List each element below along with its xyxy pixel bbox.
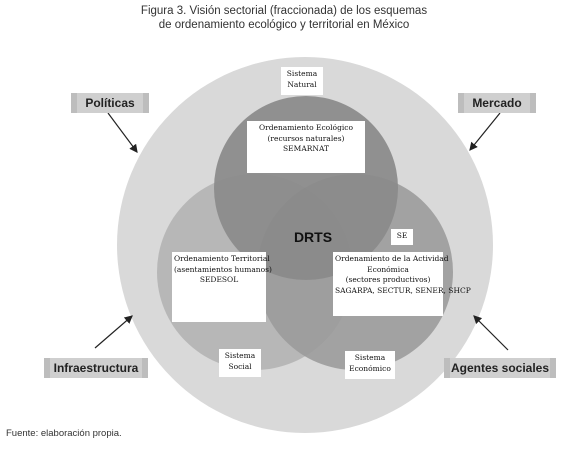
center-label-drts: DRTS (293, 229, 333, 245)
actividad-line-2: Económica (367, 264, 409, 274)
territorial-line-1: Ordenamiento Territorial (174, 254, 270, 263)
arrow-agentes (473, 315, 509, 351)
label-infraestructura: Infraestructura (44, 358, 148, 378)
label-agentes-sociales: Agentes sociales (444, 358, 556, 378)
sistema-economico-line-1: Sistema (354, 353, 386, 362)
source-note: Fuente: elaboración propia. (6, 428, 122, 439)
sistema-natural-line-1: Sistema (286, 69, 318, 78)
box-ordenamiento-ecologico: Ordenamiento Ecológico (recursos natural… (247, 121, 365, 173)
arrow-infraestructura (94, 315, 133, 349)
actividad-line-4: SAGARPA, SECTUR, SENER, SHCP (335, 285, 471, 295)
box-sistema-economico: Sistema Económico (345, 351, 395, 379)
label-mercado: Mercado (458, 93, 536, 113)
box-sistema-natural: Sistema Natural (281, 67, 323, 95)
territorial-line-3: SEDESOL (199, 275, 239, 284)
title-line-2: de ordenamiento ecológico y territorial … (158, 19, 410, 31)
box-sistema-social: Sistema Social (219, 349, 261, 377)
ecologico-line-2: (recursos naturales) (267, 133, 345, 143)
title-line-1: Figura 3. Visión sectorial (fraccionada)… (140, 5, 428, 17)
sistema-natural-line-2: Natural (287, 79, 317, 89)
se-label: SE (396, 231, 408, 240)
arrow-mercado (469, 112, 501, 151)
actividad-line-1: Ordenamiento de la Actividad (335, 254, 449, 263)
box-se: SE (391, 229, 413, 245)
figure-title: Figura 3. Visión sectorial (fraccionada)… (0, 4, 568, 32)
ecologico-line-3: SEMARNAT (283, 144, 329, 153)
arrow-politicas (107, 112, 138, 153)
box-ordenamiento-territorial: Ordenamiento Territorial (asentamientos … (172, 252, 272, 322)
box-ordenamiento-actividad: Ordenamiento de la Actividad Económica (… (333, 252, 471, 316)
sistema-social-line-2: Social (228, 361, 252, 371)
actividad-line-3: (sectores productivos) (345, 275, 431, 284)
sistema-social-line-1: Sistema (224, 351, 256, 360)
label-politicas: Políticas (71, 93, 149, 113)
ecologico-line-1: Ordenamiento Ecológico (259, 123, 353, 132)
territorial-line-2: (asentamientos humanos) (174, 264, 272, 274)
sistema-economico-line-2: Económico (349, 363, 391, 373)
